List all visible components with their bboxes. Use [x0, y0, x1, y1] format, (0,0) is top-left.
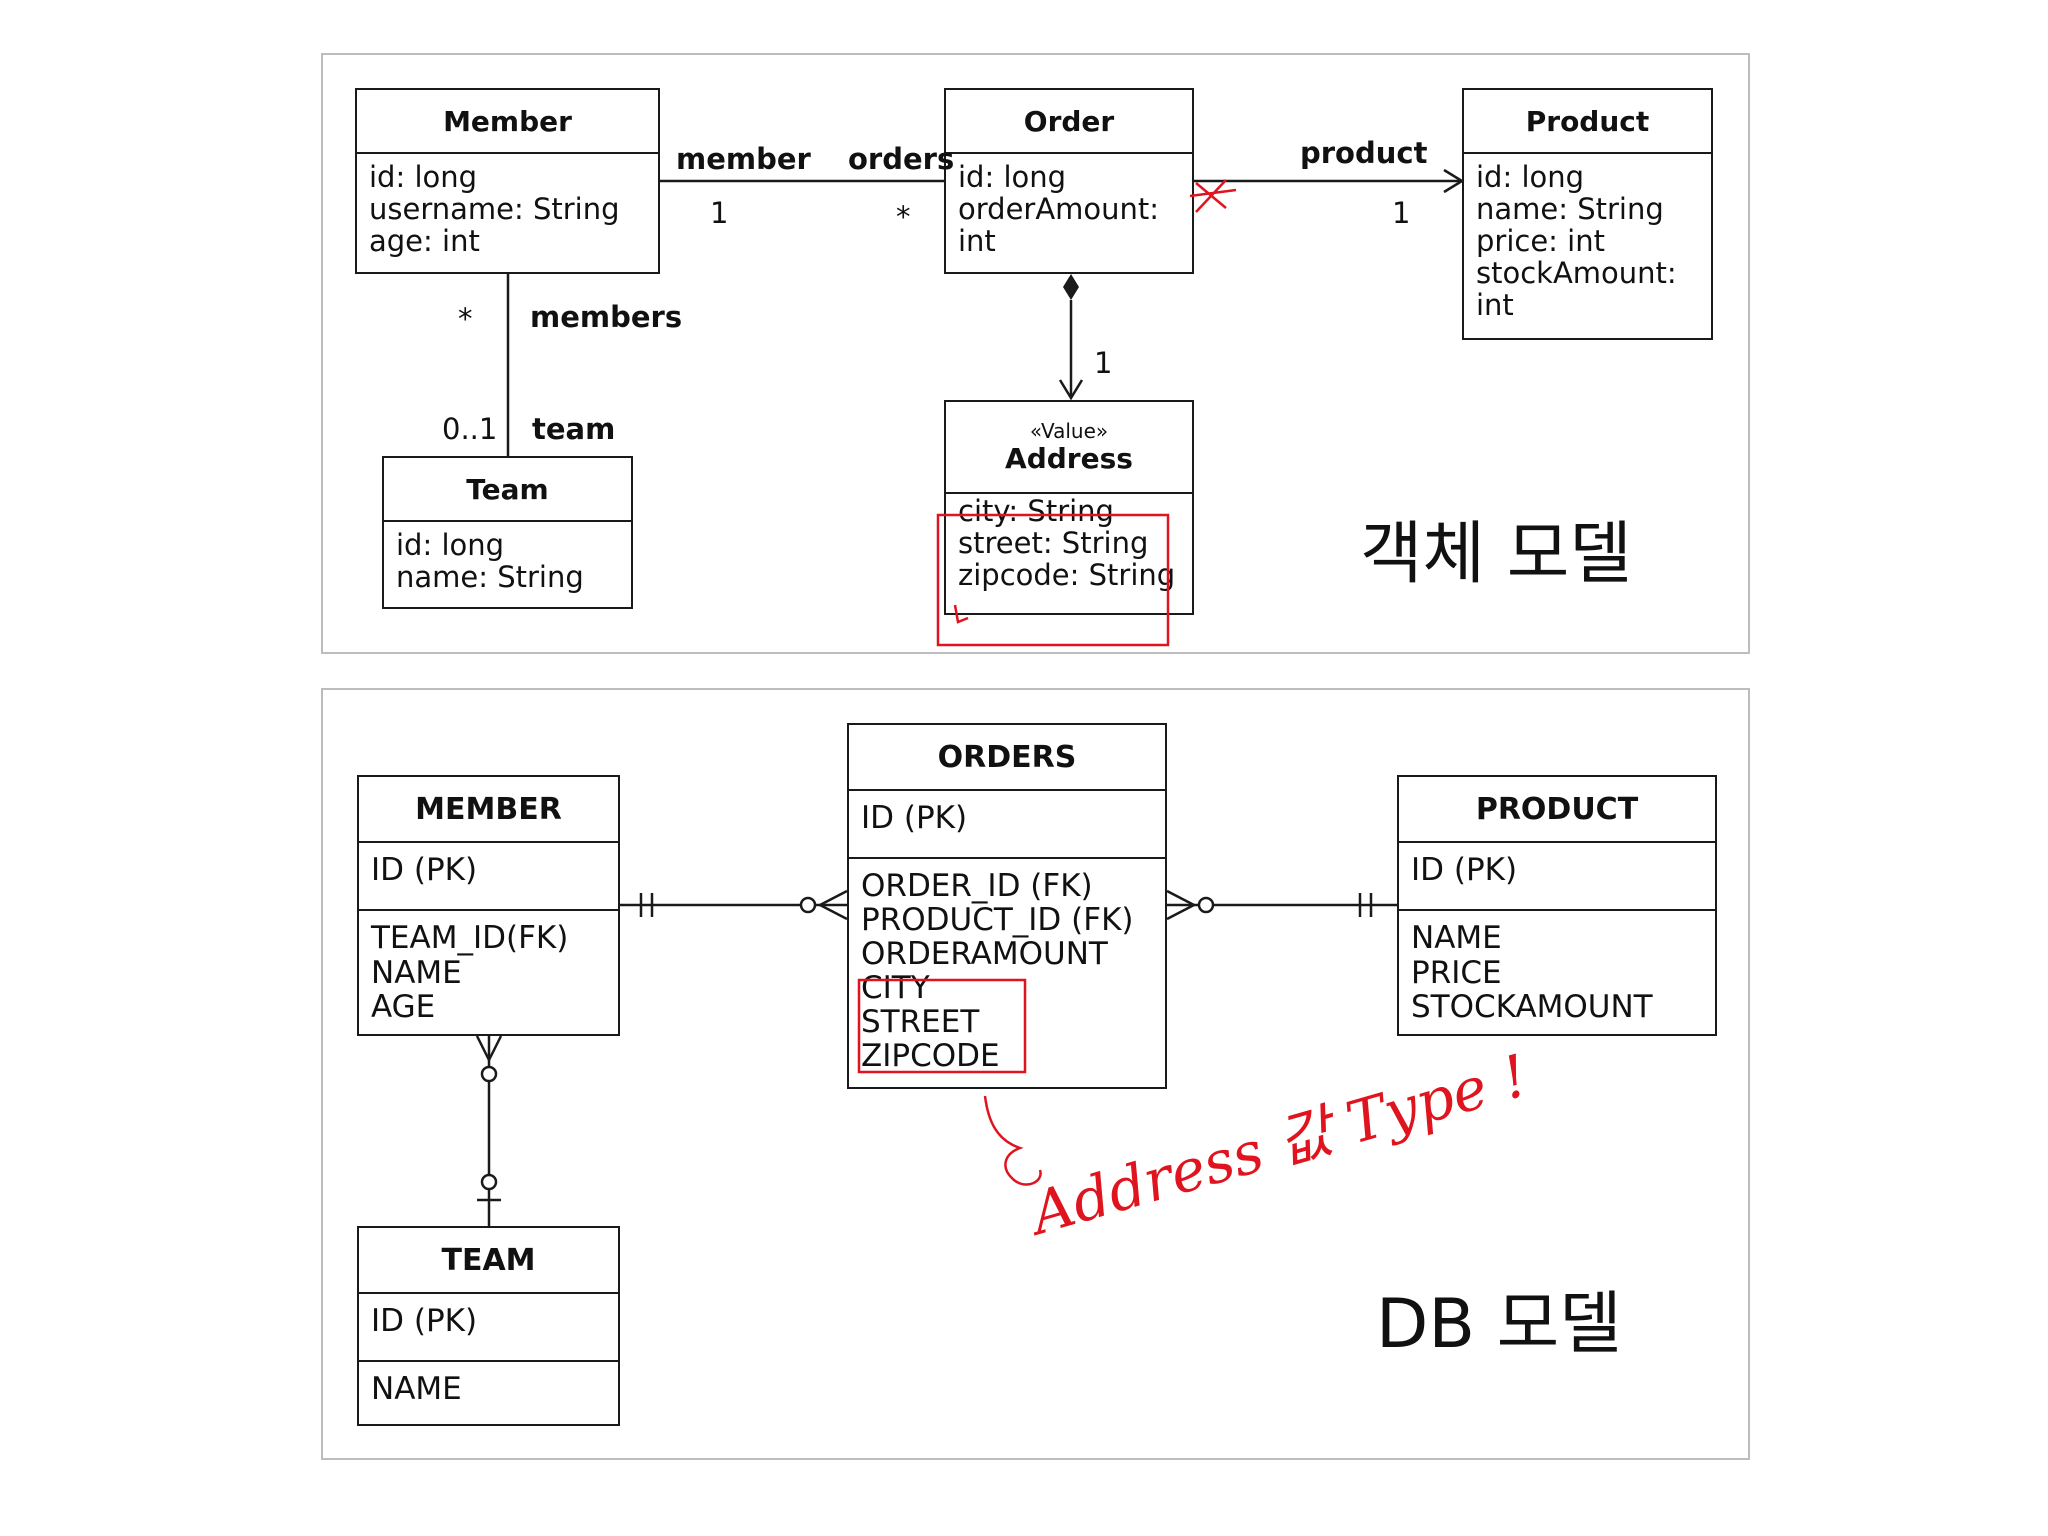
class-order-attrs: id: long orderAmount: int: [946, 154, 1192, 266]
class-team-attrs: id: long name: String: [384, 522, 631, 602]
member-orders-circle: [799, 896, 817, 914]
table-member-name: MEMBER: [359, 777, 618, 843]
column: CITY: [861, 970, 930, 1007]
address-tick: [953, 604, 969, 624]
table-team-columns: NAME: [359, 1360, 618, 1417]
table-member-columns: TEAM_ID(FK) NAME AGE: [359, 909, 618, 1035]
attr: id: long: [369, 160, 478, 194]
column: ZIPCODE: [861, 1038, 1000, 1075]
member-team-circle-top: [480, 1065, 498, 1083]
attr: int: [958, 223, 996, 258]
column: PRICE: [1411, 954, 1502, 991]
orders-multiplicity: *: [896, 200, 911, 234]
member-orders-crowsfoot: [817, 889, 848, 921]
table-product: PRODUCT ID (PK) NAME PRICE STOCKAMOUNT: [1397, 775, 1717, 1036]
class-member-name: Member: [357, 90, 658, 154]
table-orders: ORDERS ID (PK) ORDER_ID (FK) PRODUCT_ID …: [847, 723, 1167, 1089]
attr: stockAmount:: [1476, 255, 1677, 290]
class-member-attrs: id: long username: String age: int: [357, 154, 658, 266]
class-product: Product id: long name: String price: int…: [1462, 88, 1713, 340]
member-multiplicity: 1: [710, 196, 729, 230]
pk-column: ID (PK): [861, 800, 968, 836]
column: ORDER_ID (FK): [861, 868, 1093, 904]
attr: username: String: [369, 191, 620, 226]
attr: orderAmount:: [958, 191, 1160, 226]
attr: id: long: [396, 528, 505, 562]
class-address-attrs: city: String street: String zipcode: Str…: [946, 494, 1192, 600]
column: AGE: [371, 989, 436, 1026]
class-address-name: Address: [1005, 441, 1133, 475]
column: NAME: [1411, 920, 1502, 956]
table-product-pk: ID (PK): [1399, 843, 1715, 909]
strike-mark: [1189, 179, 1237, 213]
annotation-hook: [983, 1095, 1042, 1186]
attr: city: String: [958, 494, 1114, 528]
attr: int: [1476, 287, 1514, 322]
column: STOCKAMOUNT: [1411, 989, 1653, 1026]
address-multiplicity: 1: [1094, 346, 1113, 380]
pk-column: ID (PK): [1411, 852, 1518, 888]
db-model-title: DB 모델: [1376, 1285, 1622, 1364]
class-team: Team id: long name: String: [382, 456, 633, 609]
members-multiplicity: *: [458, 302, 473, 336]
orders-role-label: orders: [848, 142, 955, 176]
table-product-name: PRODUCT: [1399, 777, 1715, 843]
orders-product-crowsfoot: [1166, 889, 1197, 921]
class-order-name: Order: [946, 90, 1192, 154]
pk-column: ID (PK): [371, 1303, 478, 1339]
composition-diamond: [1063, 274, 1079, 300]
member-role-label: member: [676, 142, 811, 176]
attr: name: String: [396, 559, 584, 594]
member-team-crowsfoot: [475, 1035, 503, 1063]
column: STREET: [861, 1004, 980, 1041]
attr: price: int: [1476, 223, 1605, 258]
product-role-label: product: [1300, 136, 1428, 170]
class-order: Order id: long orderAmount: int: [944, 88, 1194, 274]
column: PRODUCT_ID (FK): [861, 902, 1134, 939]
team-role-label: team: [532, 412, 616, 446]
table-team-name: TEAM: [359, 1228, 618, 1294]
table-team-pk: ID (PK): [359, 1294, 618, 1360]
column: NAME: [371, 954, 462, 991]
db-columns-highlight-box: [857, 978, 1027, 1074]
table-team: TEAM ID (PK) NAME: [357, 1226, 620, 1426]
attr: zipcode: String: [958, 557, 1176, 592]
table-orders-pk: ID (PK): [849, 791, 1165, 857]
order-address-arrowhead: [1058, 379, 1084, 401]
attr: street: String: [958, 525, 1149, 560]
class-address-header: «Value» Address: [946, 402, 1192, 494]
table-product-columns: NAME PRICE STOCKAMOUNT: [1399, 909, 1715, 1035]
pk-column: ID (PK): [371, 852, 478, 888]
column: ORDERAMOUNT: [861, 936, 1108, 973]
table-orders-name: ORDERS: [849, 725, 1165, 791]
class-address-stereotype: «Value»: [1029, 418, 1109, 443]
orders-product-circle: [1197, 896, 1215, 914]
column: TEAM_ID(FK): [371, 920, 569, 956]
class-product-attrs: id: long name: String price: int stockAm…: [1464, 154, 1711, 329]
members-role-label: members: [530, 300, 683, 334]
attr: id: long: [1476, 160, 1585, 194]
attr: name: String: [1476, 191, 1664, 226]
object-model-title: 객체 모델: [1360, 515, 1632, 594]
member-team-circle-bottom: [480, 1173, 498, 1191]
class-product-name: Product: [1464, 90, 1711, 154]
table-orders-columns: ORDER_ID (FK) PRODUCT_ID (FK) ORDERAMOUN…: [849, 857, 1165, 1084]
address-highlight-box: [936, 513, 1170, 647]
table-member: MEMBER ID (PK) TEAM_ID(FK) NAME AGE: [357, 775, 620, 1036]
class-member: Member id: long username: String age: in…: [355, 88, 660, 274]
table-member-pk: ID (PK): [359, 843, 618, 909]
column: NAME: [371, 1371, 462, 1407]
order-product-arrowhead: [1443, 168, 1465, 194]
attr: id: long: [958, 160, 1067, 194]
team-multiplicity: 0..1: [442, 412, 498, 446]
attr: age: int: [369, 223, 480, 258]
class-team-name: Team: [384, 458, 631, 522]
class-address: «Value» Address city: String street: Str…: [944, 400, 1194, 615]
product-multiplicity: 1: [1392, 196, 1411, 230]
